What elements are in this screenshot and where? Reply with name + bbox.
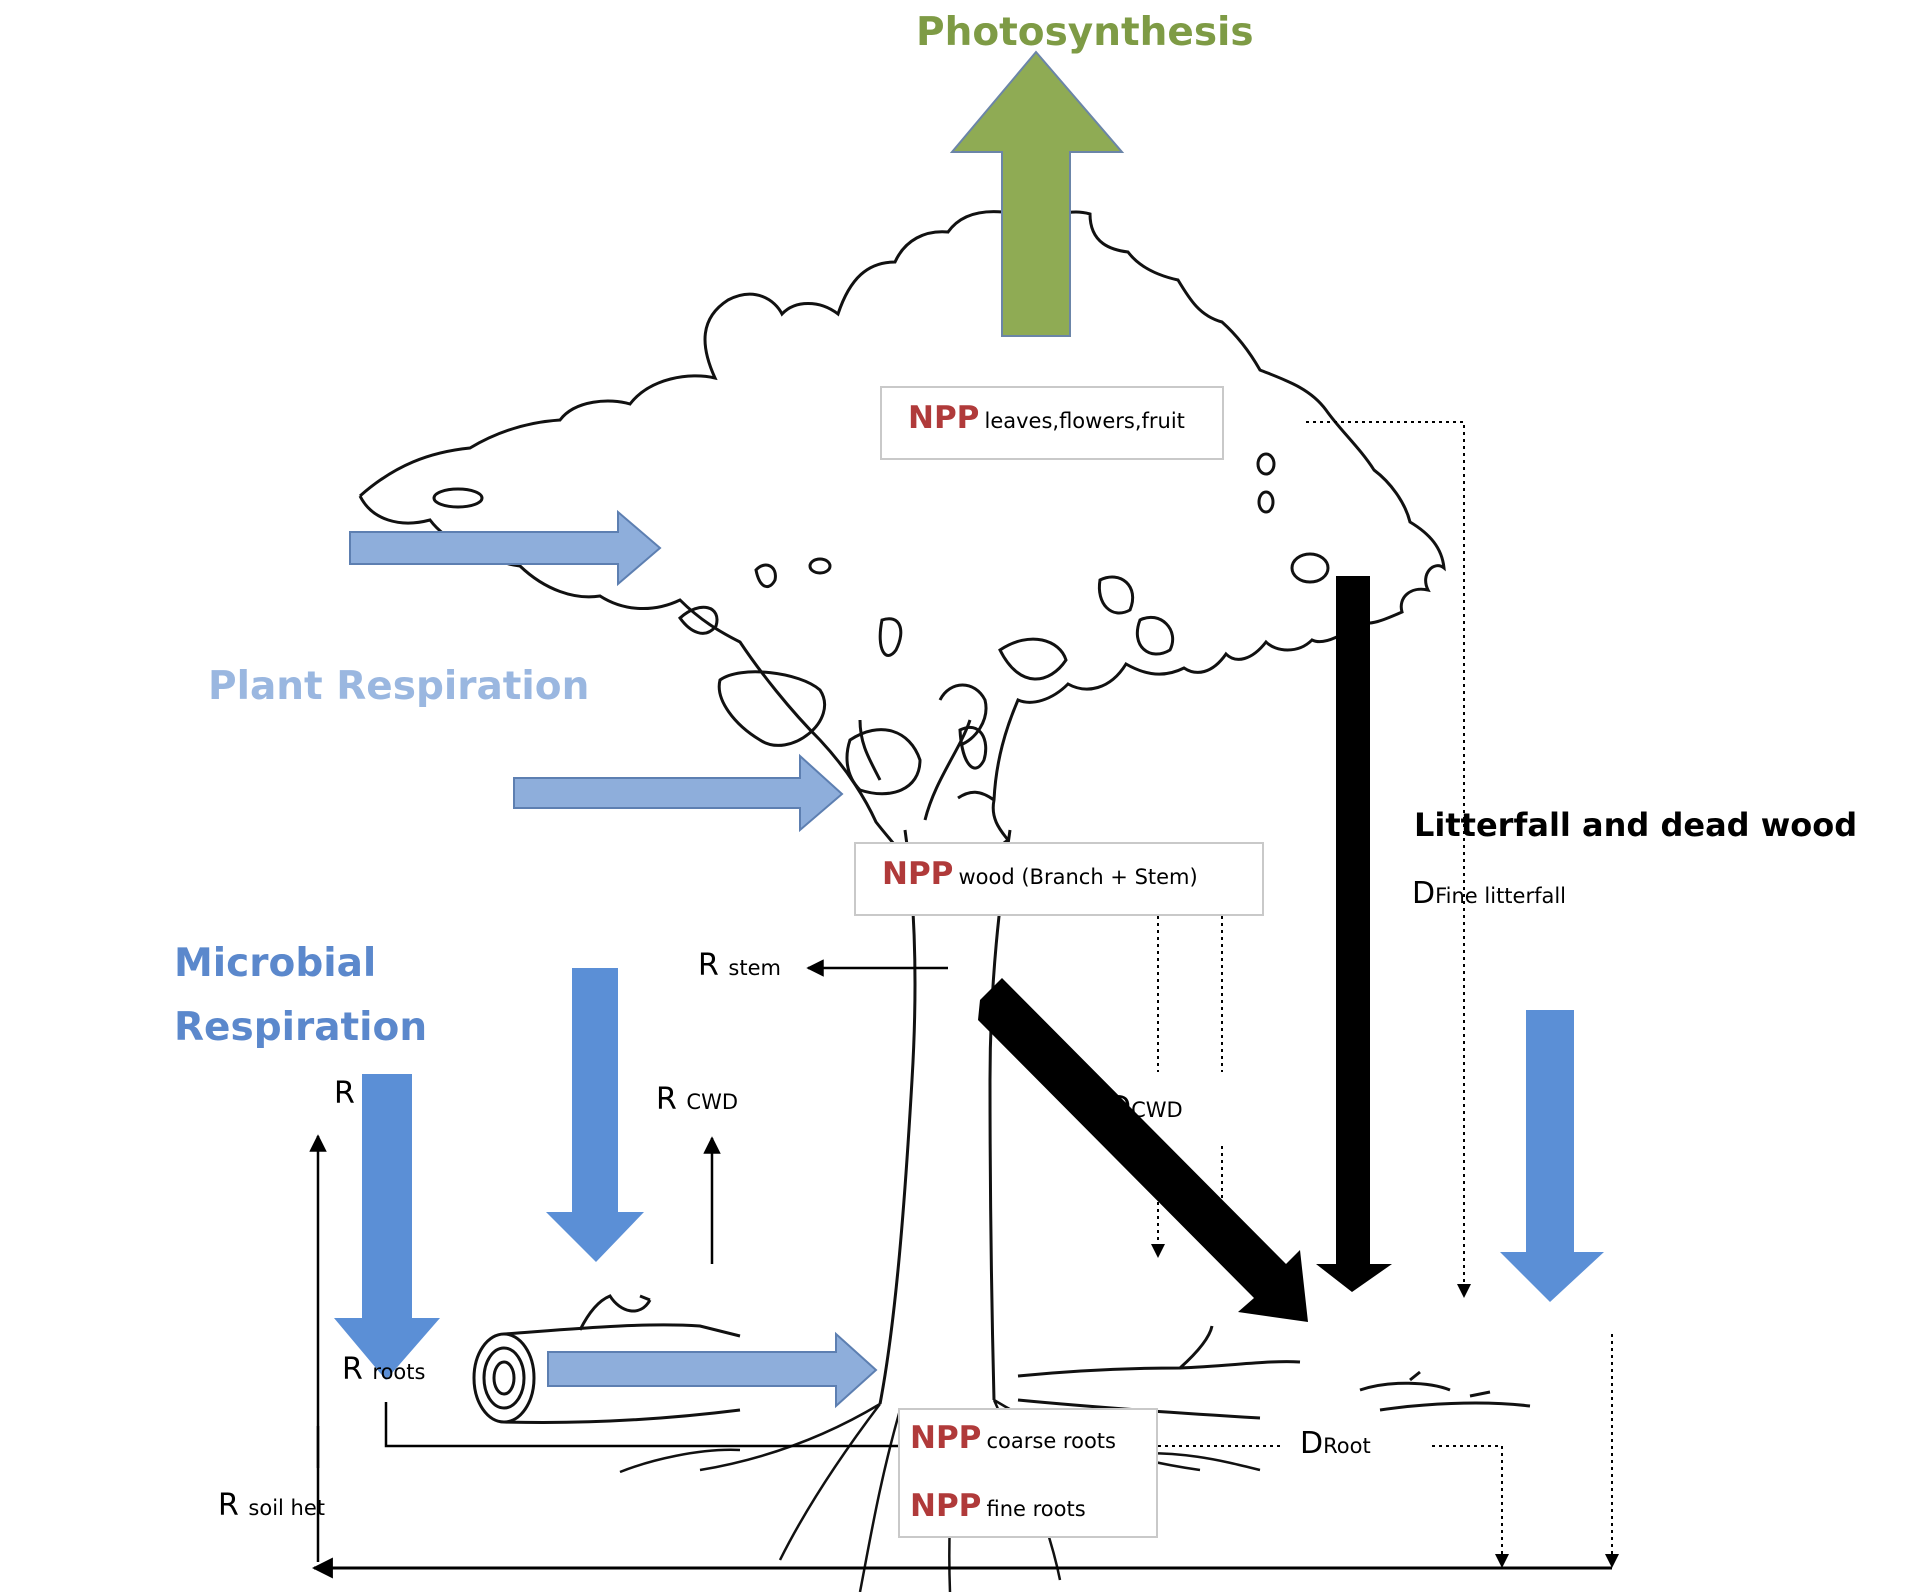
fallen-log-right xyxy=(1017,1325,1531,1420)
canopy-holes xyxy=(432,452,1330,796)
npp-roots-box: NPP coarse roots NPP fine roots xyxy=(898,1408,1158,1538)
npp-leaves-box: NPP leaves,flowers,fruit xyxy=(880,386,1224,460)
npp-wood-key: NPP xyxy=(882,856,954,892)
litterfall-arrow-vertical xyxy=(1316,576,1392,1292)
d-fine-litterfall-label: DFine litterfall xyxy=(1412,876,1567,911)
dotted-arrowheads xyxy=(1151,1244,1619,1568)
microbial-arrow-1 xyxy=(334,1074,440,1380)
microbial-respiration-title: Microbial Respiration xyxy=(174,941,428,1050)
branch-lines xyxy=(858,683,988,821)
d-root-label: DRoot xyxy=(1300,1426,1371,1461)
npp-coarse-roots-key: NPP xyxy=(910,1420,982,1456)
dotted-flows xyxy=(1157,421,1613,1558)
npp-leaves-label: leaves,flowers,fruit xyxy=(984,409,1185,433)
npp-fine-roots-label: fine roots xyxy=(986,1497,1086,1521)
d-cwd-label: DCWD xyxy=(1108,1090,1183,1125)
npp-leaves-key: NPP xyxy=(908,400,980,436)
fallen-log-left xyxy=(472,1294,741,1424)
microbial-arrow-2 xyxy=(546,968,644,1262)
npp-wood-label: wood (Branch + Stem) xyxy=(958,865,1198,889)
r-roots-line xyxy=(384,1402,960,1448)
npp-fine-roots-key: NPP xyxy=(910,1488,982,1524)
plant-respiration-arrow-roots xyxy=(547,1331,878,1409)
dead-wood-arrow-diagonal xyxy=(978,978,1308,1322)
plant-respiration-title: Plant Respiration xyxy=(208,664,590,709)
microbial-arrow-3 xyxy=(1500,1010,1604,1302)
photosynthesis-arrow xyxy=(949,50,1125,337)
plant-respiration-arrow-canopy xyxy=(349,509,662,587)
r-soil-het-label: R soil het xyxy=(218,1488,326,1523)
litterfall-title: Litterfall and dead wood xyxy=(1414,806,1858,844)
photosynthesis-title: Photosynthesis xyxy=(916,10,1254,55)
r-roots-label: R roots xyxy=(342,1352,426,1387)
r-cwd-label: R CWD xyxy=(656,1082,739,1117)
tree-trunk xyxy=(878,829,917,1405)
r-stem-label: R stem xyxy=(698,948,781,983)
r-label: R xyxy=(334,1076,355,1111)
plant-respiration-arrow-trunk xyxy=(513,753,844,833)
npp-coarse-roots-label: coarse roots xyxy=(986,1429,1116,1453)
npp-wood-box: NPP wood (Branch + Stem) xyxy=(854,842,1264,916)
